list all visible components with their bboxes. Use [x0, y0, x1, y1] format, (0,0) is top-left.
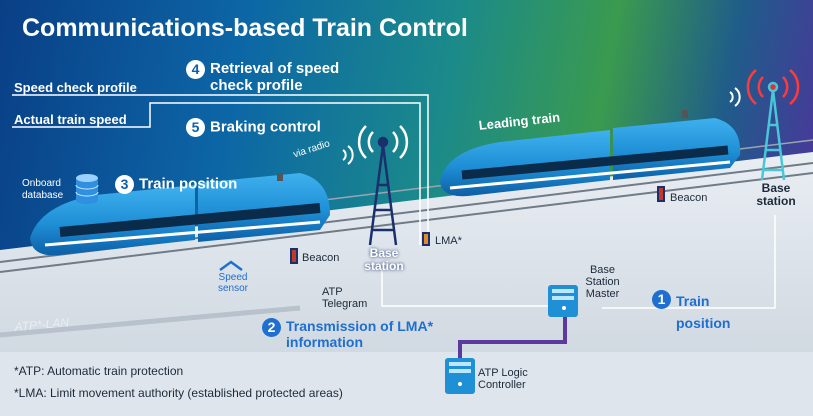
- beacon-label-left: Beacon: [302, 252, 340, 264]
- step-3: 3 Train position: [115, 175, 237, 194]
- step-4-number: 4: [186, 60, 205, 79]
- beacon-label-right: Beacon: [670, 192, 708, 204]
- atp-telegram-label: ATP Telegram: [322, 286, 368, 310]
- leading-train-car-1: [440, 130, 610, 197]
- leading-train: [440, 110, 741, 197]
- atp-lan-line: [0, 305, 301, 338]
- beacon-icon-left: [290, 248, 298, 264]
- beacon-icon-right: [657, 186, 665, 202]
- step-3-number: 3: [115, 175, 134, 194]
- speed-check-line: [12, 94, 429, 245]
- train-radio-arcs-right: [729, 87, 741, 107]
- onboard-database-label: Onboard database: [22, 178, 64, 201]
- step-1-number: 1: [652, 290, 671, 309]
- step-3-text: Train position: [139, 175, 238, 193]
- radio-waves-left: [357, 125, 409, 159]
- trailing-train-window-band: [59, 203, 321, 237]
- footnote-atp: *ATP: Automatic train protection: [14, 364, 184, 378]
- trailing-train: [30, 173, 330, 256]
- lma-marker-icon: [422, 232, 430, 246]
- leading-train-pantograph: [682, 110, 688, 118]
- base-station-tower-left: [368, 136, 398, 246]
- leading-train-stripe: [449, 160, 731, 190]
- bottom-band: [0, 352, 813, 416]
- step-5-number: 5: [186, 118, 205, 137]
- step-2-number: 2: [262, 318, 281, 337]
- ground-surface: [0, 152, 813, 416]
- atp-logic-controller-icon: [445, 358, 475, 394]
- base-station-master-label: Base Station Master: [585, 264, 620, 300]
- atp-logic-controller-label: ATP Logic Controller: [478, 367, 528, 391]
- train-radio-arcs-left: [342, 145, 354, 165]
- bs-left-line: [381, 270, 548, 307]
- page-title: Communications-based Train Control: [22, 14, 468, 42]
- trailing-train-car-1: [30, 185, 195, 256]
- radio-waves-right: [746, 69, 800, 105]
- step-4-text: Retrieval of speed check profile: [210, 60, 340, 94]
- lma-label: LMA*: [435, 235, 462, 247]
- actual-speed-line: [12, 102, 421, 245]
- base-station-tower-right: [760, 81, 786, 181]
- trailing-train-stripe: [44, 220, 321, 247]
- speed-sensor-label: Speed sensor: [217, 272, 248, 294]
- step-2: 2 Transmission of LMA* information: [262, 318, 461, 350]
- base-station-master-icon: [548, 285, 578, 317]
- base-station-right-label: Base station: [756, 181, 796, 208]
- leading-train-window-band: [461, 145, 729, 180]
- step-5: 5 Braking control: [186, 118, 321, 137]
- database-icon: [75, 174, 99, 204]
- actual-train-speed-label: Actual train speed: [14, 112, 127, 127]
- rail-2: [0, 172, 813, 273]
- step-4: 4 Retrieval of speed check profile: [186, 60, 360, 94]
- step-1-text: Train position: [676, 293, 731, 331]
- step-1: 1 Train position: [652, 290, 746, 334]
- base-station-left-label: Base station: [364, 246, 404, 273]
- step-2-text: Transmission of LMA* information: [286, 318, 434, 350]
- speed-sensor-icon: [219, 260, 243, 272]
- step-5-text: Braking control: [210, 118, 321, 136]
- speed-check-profile-label: Speed check profile: [14, 80, 137, 95]
- trailing-train-pantograph: [277, 173, 283, 181]
- footnote-lma: *LMA: Limit movement authority (establis…: [14, 386, 343, 400]
- purple-cable: [458, 312, 567, 358]
